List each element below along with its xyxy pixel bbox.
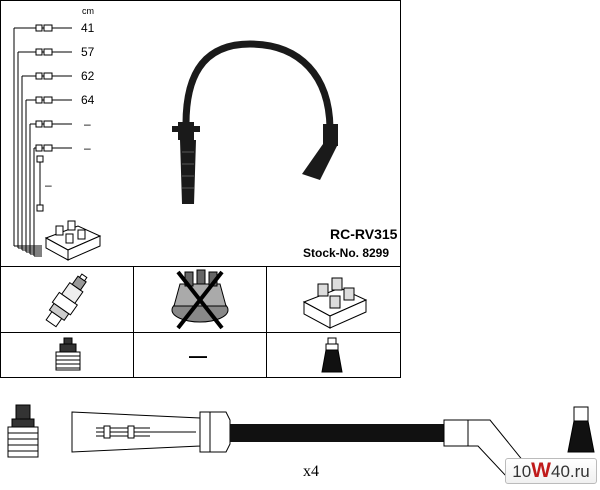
- column-divider-2: [266, 266, 267, 378]
- wire-length-2: 57: [81, 45, 95, 59]
- ignition-coil-icon: [302, 277, 368, 329]
- schematic-coil-icon: [44, 220, 102, 261]
- stock-number: Stock-No. 8299: [303, 246, 390, 260]
- wire-length-6: –: [84, 141, 91, 155]
- wire-length-extra: –: [45, 178, 52, 192]
- length-unit: cm: [82, 6, 94, 16]
- coil-boot-icon: [321, 337, 343, 373]
- quantity-label: x4: [303, 463, 319, 480]
- watermark-logo: 10W40.ru: [505, 458, 597, 484]
- components-row-2: [0, 332, 401, 378]
- wire-length-1: 41: [81, 21, 95, 35]
- distributor-cap-icon: [171, 269, 229, 330]
- spark-plug-icon: [45, 273, 88, 328]
- plug-boot-icon: [55, 337, 81, 371]
- column-divider-1: [133, 266, 134, 378]
- wire-length-3: 62: [81, 69, 95, 83]
- wire-length-4: 64: [81, 93, 95, 107]
- wire-length-5: –: [84, 117, 91, 131]
- part-model: RC-RV315: [330, 226, 398, 242]
- no-rotor-label: —: [189, 346, 207, 366]
